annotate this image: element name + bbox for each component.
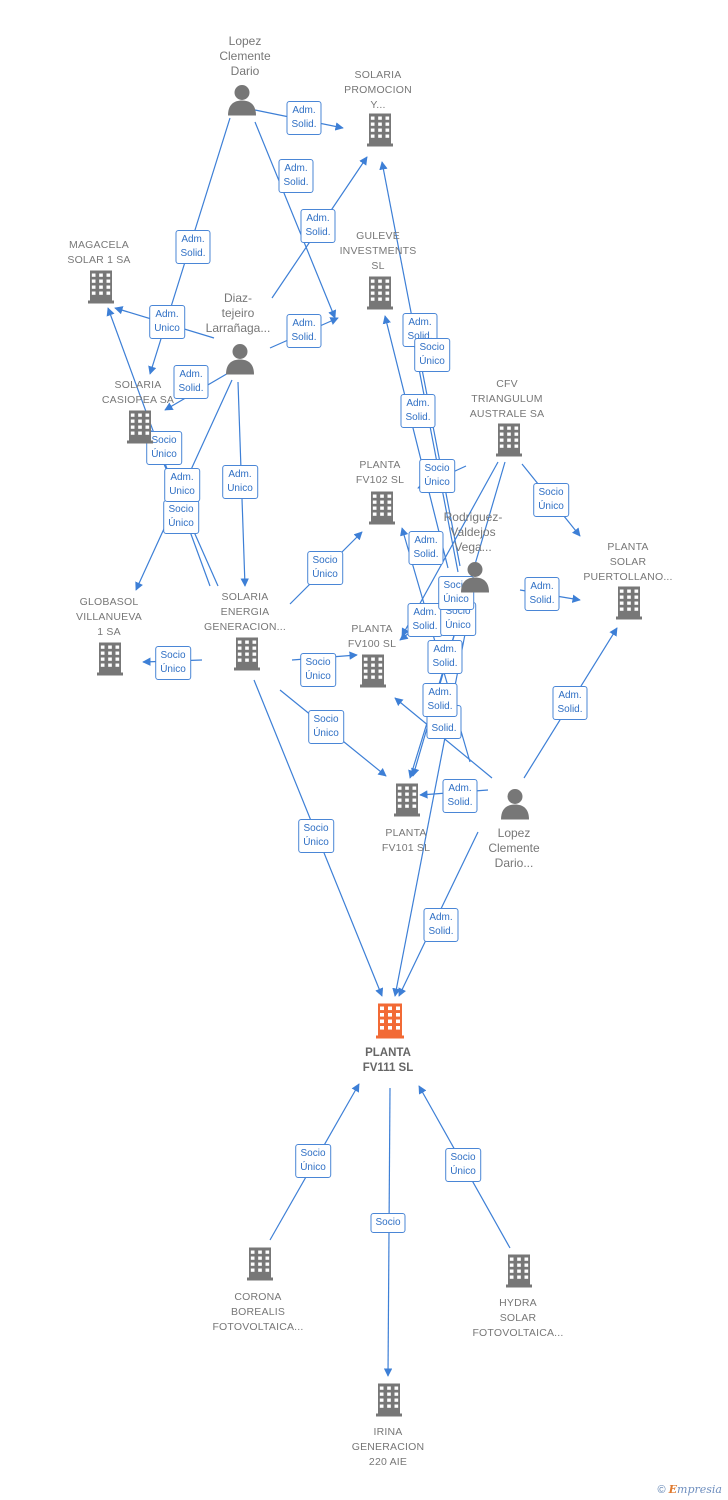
building-icon[interactable]	[88, 270, 114, 310]
edge-label[interactable]: Adm. Solid.	[423, 908, 459, 942]
edge-label[interactable]: Adm. Solid.	[278, 159, 314, 193]
brand-initial: E	[668, 1483, 678, 1496]
edge-label[interactable]: Socio Único	[445, 1148, 481, 1182]
edge-label[interactable]: Adm. Solid.	[422, 683, 458, 717]
brand-name: mpresia	[677, 1483, 722, 1496]
node-label-solaria-prom[interactable]: SOLARIA PROMOCION Y...	[344, 69, 412, 111]
person-icon[interactable]	[500, 788, 530, 825]
node-label-fv102[interactable]: PLANTA FV102 SL	[355, 459, 405, 486]
edge-label[interactable]: Socio Único	[438, 576, 474, 610]
edge-label[interactable]: Socio Único	[419, 459, 455, 493]
edge-label[interactable]: Adm. Solid.	[442, 779, 478, 813]
edge-label[interactable]: Adm. Solid.	[173, 365, 209, 399]
edge-label[interactable]: Adm. Solid.	[400, 394, 436, 428]
node-label-irina[interactable]: IRINA GENERACION 220 AIE	[351, 1426, 425, 1468]
edge-label[interactable]: Socio Único	[295, 1144, 331, 1178]
building-icon[interactable]	[360, 654, 386, 694]
building-icon[interactable]	[367, 113, 393, 153]
edge-label[interactable]: Adm. Solid.	[552, 686, 588, 720]
edge-label[interactable]: Adm. Solid.	[407, 603, 443, 637]
edge-label[interactable]: Adm. Unico	[164, 468, 200, 502]
node-label-solaria-energia[interactable]: SOLARIA ENERGIA GENERACION...	[204, 591, 286, 633]
node-label-magacela[interactable]: MAGACELA SOLAR 1 SA	[67, 239, 131, 266]
building-icon[interactable]	[127, 410, 153, 450]
building-icon[interactable]	[247, 1247, 273, 1287]
edge-label[interactable]: Adm. Solid.	[286, 314, 322, 348]
node-label-fv101[interactable]: PLANTA FV101 SL	[381, 827, 431, 854]
edge-label[interactable]: Adm. Unico	[149, 305, 185, 339]
node-label-globasol[interactable]: GLOBASOL VILLANUEVA 1 SA	[76, 596, 142, 638]
edge-label[interactable]: Adm. Solid.	[300, 209, 336, 243]
building-icon[interactable]	[367, 276, 393, 316]
edge-label[interactable]: Adm. Solid.	[427, 640, 463, 674]
edge-label[interactable]: Socio Único	[300, 653, 336, 687]
node-label-hydra[interactable]: HYDRA SOLAR FOTOVOLTAICA...	[472, 1297, 564, 1339]
building-icon[interactable]	[376, 1383, 402, 1423]
node-label-guleve[interactable]: GULEVE INVESTMENTS SL	[339, 230, 417, 272]
node-label-corona[interactable]: CORONA BOREALIS FOTOVOLTAICA...	[212, 1291, 304, 1333]
node-label-casiopea[interactable]: SOLARIA CASIOPEA SA	[101, 379, 175, 406]
edge-label[interactable]: Socio Único	[163, 500, 199, 534]
building-icon[interactable]	[394, 783, 420, 823]
edge-line	[254, 121, 337, 319]
node-label-cfv[interactable]: CFV TRIANGULUM AUSTRALE SA	[469, 378, 545, 420]
building-icon[interactable]	[97, 642, 123, 682]
copyright-footer: © Empresia	[657, 1483, 722, 1496]
node-label-fv100[interactable]: PLANTA FV100 SL	[347, 623, 397, 650]
edge-label[interactable]: Adm. Solid.	[524, 577, 560, 611]
edge-label[interactable]: Adm. Unico	[222, 465, 258, 499]
edge-label[interactable]: Adm. Solid.	[286, 101, 322, 135]
person-icon[interactable]	[227, 84, 257, 121]
node-label-lopez2[interactable]: Lopez Clemente Dario...	[488, 826, 540, 870]
building-icon[interactable]	[616, 586, 642, 626]
copyright-symbol: ©	[657, 1484, 666, 1496]
building-icon[interactable]	[234, 637, 260, 677]
person-icon[interactable]	[460, 561, 490, 598]
edge-label[interactable]: Adm. Solid.	[175, 230, 211, 264]
edge-label[interactable]: Socio Único	[308, 710, 344, 744]
building-icon[interactable]	[369, 491, 395, 531]
node-label-diaz[interactable]: Diaz- tejeiro Larrañaga...	[205, 291, 271, 335]
person-icon[interactable]	[225, 343, 255, 380]
building-icon[interactable]	[496, 423, 522, 463]
node-label-rodriguez[interactable]: Rodriguez- Valdejos Vega...	[443, 510, 503, 554]
edge-label[interactable]: Socio Único	[155, 646, 191, 680]
edge-label[interactable]: Socio Único	[414, 338, 450, 372]
edge-label[interactable]: Socio Único	[146, 431, 182, 465]
edge-label[interactable]: Adm. Solid.	[408, 531, 444, 565]
edge-label[interactable]: Socio Único	[307, 551, 343, 585]
edge-label[interactable]: Socio Único	[533, 483, 569, 517]
building-icon[interactable]	[506, 1254, 532, 1294]
node-label-fv111[interactable]: PLANTA FV111 SL	[362, 1047, 414, 1074]
edge-label[interactable]: Socio	[370, 1213, 406, 1233]
building-icon-focus[interactable]	[376, 1003, 404, 1045]
edge-label[interactable]: Socio Único	[298, 819, 334, 853]
node-label-puertollano[interactable]: PLANTA SOLAR PUERTOLLANO...	[583, 541, 673, 583]
node-label-lopez1[interactable]: Lopez Clemente Dario	[219, 34, 271, 78]
edge-line	[382, 315, 449, 569]
